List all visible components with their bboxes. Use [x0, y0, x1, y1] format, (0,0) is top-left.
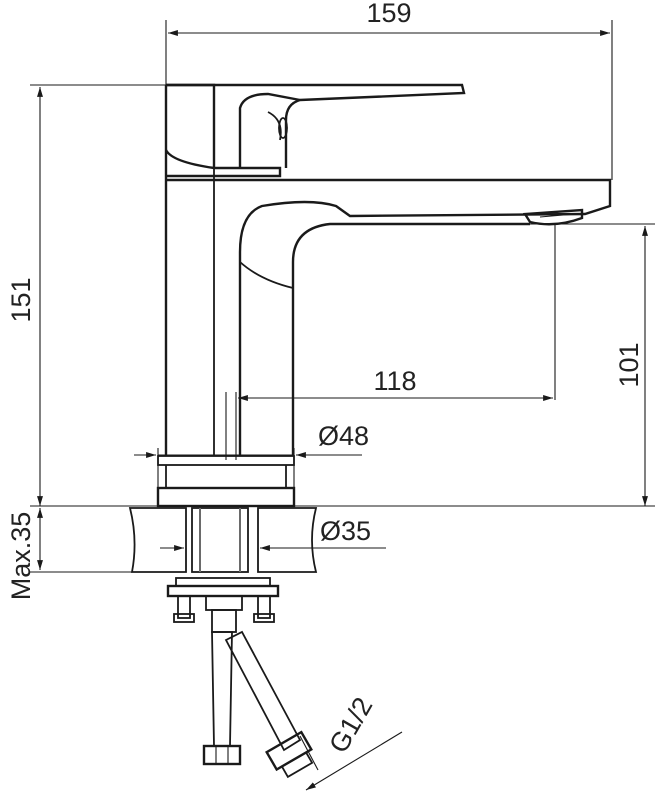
spout-reach-label: 118	[373, 366, 416, 396]
hose-thread-label: G1/2	[323, 692, 378, 758]
dimension-base-diameter: Ø48	[134, 421, 369, 490]
dimension-hole-diameter: Ø35	[160, 516, 386, 572]
dimension-hose-thread: G1/2	[299, 692, 403, 791]
dimension-overall-width: 159	[165, 0, 613, 180]
mounting-hardware	[166, 577, 280, 633]
supply-hoses	[202, 630, 314, 779]
dimension-overall-height: 151	[6, 84, 166, 506]
spout-height-label: 101	[614, 342, 644, 387]
hole-diameter-label: Ø35	[320, 516, 371, 546]
max-deck-thickness-label: Max.35	[6, 512, 36, 601]
base-diameter-label: Ø48	[318, 421, 369, 451]
dimension-spout-height: 101	[530, 223, 655, 506]
overall-height-label: 151	[6, 277, 36, 322]
dimension-max-deck-thickness: Max.35	[6, 505, 655, 601]
deck-section	[128, 507, 318, 573]
overall-width-label: 159	[366, 0, 411, 28]
dimension-spout-reach: 118	[225, 224, 556, 460]
